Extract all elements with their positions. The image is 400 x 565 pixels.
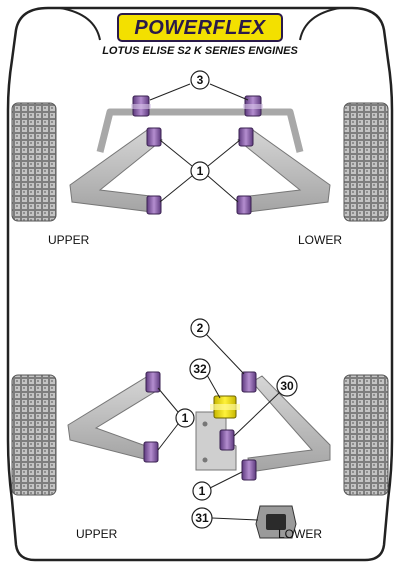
diagram-subtitle: LOTUS ELISE S2 K SERIES ENGINES	[102, 45, 298, 57]
callout-front-antiroll: 3	[149, 70, 249, 101]
brand-name: POWERFLEX	[134, 17, 266, 39]
callout-rear-wishbone-left-number: 1	[182, 411, 189, 425]
callout-rear-wishbone-left: 1	[157, 387, 195, 451]
rear-bracket-bolt-upper	[202, 421, 208, 427]
callout-rear-bracket-number: 30	[280, 379, 294, 393]
front-wishbone-bush-lower-right	[236, 195, 252, 215]
car-body-outline	[6, 6, 394, 562]
callout-rear-engine-mount: 32	[189, 358, 221, 399]
front-anti-roll-bush-left	[131, 95, 151, 117]
front-upper-label: UPPER	[48, 233, 90, 247]
callout-rear-gearbox-number: 31	[195, 511, 209, 525]
rear-bracket-bolt-lower	[202, 457, 208, 463]
front-notch-left	[59, 7, 101, 41]
rear-toe-link-bush	[241, 371, 257, 393]
front-right-tyre	[343, 102, 389, 222]
rear-gearbox-mount	[255, 505, 297, 539]
rear-lower-label: LOWER	[278, 527, 322, 541]
callout-rear-gearbox: 31	[191, 507, 259, 529]
rear-engine-mount-bush	[210, 395, 240, 419]
front-anti-roll-bush-right	[243, 95, 263, 117]
rear-wishbone-bush-lower-right	[241, 459, 257, 481]
front-lower-label: LOWER	[298, 233, 342, 247]
callout-front-wishbone-number: 1	[197, 164, 204, 178]
front-wishbone-bush-upper-right	[238, 127, 254, 147]
front-wishbone-bush-upper-left	[146, 127, 162, 147]
rear-upper-label: UPPER	[76, 527, 118, 541]
powerflex-logo: POWERFLEX	[117, 13, 283, 42]
front-wishbone-bush-lower-left	[146, 195, 162, 215]
front-anti-roll-bar	[96, 108, 304, 153]
callout-rear-bracket: 30	[233, 375, 298, 437]
callout-front-wishbone: 1	[159, 139, 241, 203]
callout-rear-wishbone-right: 1	[192, 471, 243, 501]
front-notch-right	[299, 7, 341, 41]
rear-bracket-bush	[219, 429, 235, 451]
front-left-tyre	[11, 102, 57, 222]
rear-right-wishbone	[247, 375, 331, 473]
callout-rear-toe: 2	[190, 318, 245, 375]
callout-rear-toe-number: 2	[197, 321, 204, 335]
callout-front-antiroll-number: 3	[197, 73, 204, 87]
rear-wishbone-bush-upper-left	[145, 371, 161, 393]
rear-right-tyre	[343, 374, 389, 496]
rear-left-tyre	[11, 374, 57, 496]
rear-wishbone-bush-lower-left	[143, 441, 159, 463]
callout-rear-engine-mount-number: 32	[193, 362, 207, 376]
callout-rear-wishbone-right-number: 1	[199, 484, 206, 498]
